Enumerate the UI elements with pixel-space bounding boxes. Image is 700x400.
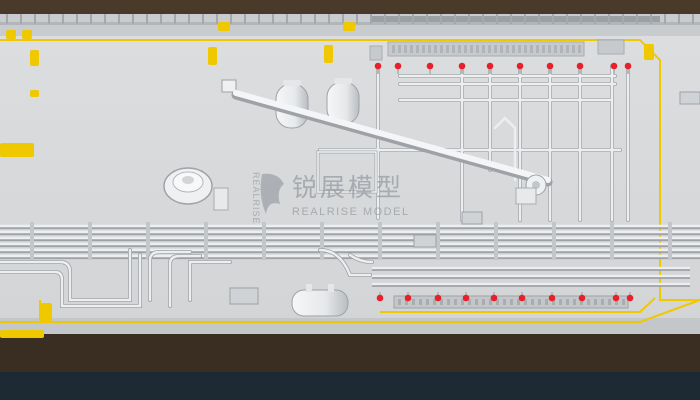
watermark-side: REALRISE (251, 172, 261, 225)
red-valve (546, 62, 554, 70)
red-valve (376, 294, 384, 302)
red-valves-bottom-row (376, 292, 634, 302)
red-valve (426, 62, 434, 70)
crane-boom (221, 79, 553, 205)
horizontal-tank (291, 284, 349, 317)
red-valve (486, 62, 494, 70)
watermark-logo-mark (260, 173, 284, 214)
lower-pipe-loops (0, 248, 374, 308)
red-valve (548, 294, 556, 302)
red-valve (462, 294, 470, 302)
red-valve (516, 62, 524, 70)
yellow-bollards (0, 22, 654, 338)
pressure-tank-2 (326, 78, 360, 125)
red-valve (610, 62, 618, 70)
red-valve (394, 62, 402, 70)
hull-shadow (0, 328, 700, 372)
watermark-cn: 锐展模型 (292, 173, 404, 202)
red-valve (626, 294, 634, 302)
red-valve (434, 294, 442, 302)
red-valve (612, 294, 620, 302)
red-valves-top-row (374, 62, 632, 74)
watermark-en: REALRISE MODEL (292, 206, 410, 218)
red-valve (490, 294, 498, 302)
watermark: 锐展模型 REALRISE MODEL REALRISE (251, 172, 410, 225)
red-valve (624, 62, 632, 70)
red-valve (576, 62, 584, 70)
top-equipment-boxes (369, 39, 625, 61)
main-pipe-bundle (0, 222, 700, 287)
deck-junction-boxes (229, 91, 700, 305)
red-valve (458, 62, 466, 70)
red-valve (374, 62, 382, 70)
red-valve (404, 294, 412, 302)
round-hatch (163, 167, 229, 211)
lower-manifold (393, 295, 629, 309)
red-valve (578, 294, 586, 302)
red-valve (518, 294, 526, 302)
table-bottom-strip (0, 372, 700, 400)
deck-surface (0, 14, 700, 334)
deck-bottom-rail (0, 318, 700, 334)
